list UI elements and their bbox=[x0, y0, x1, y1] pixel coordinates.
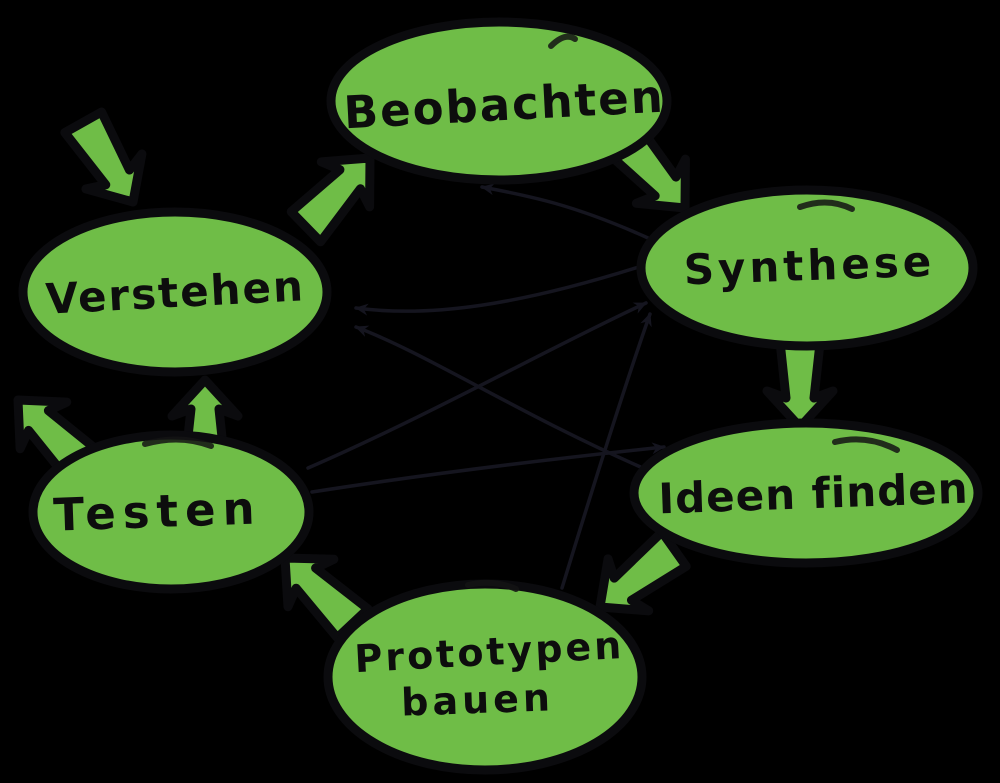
node-verstehen-shape bbox=[18, 207, 332, 377]
node-ideen-finden-accent-stroke bbox=[832, 436, 900, 453]
node-prototypen-bauen-label-line2: bauen bbox=[400, 675, 554, 724]
feedback-arrows-group bbox=[306, 183, 666, 590]
node-ideen-finden-shape bbox=[629, 418, 983, 568]
node-beobachten-shape bbox=[326, 17, 672, 185]
node-ideen-finden: Ideen finden bbox=[629, 418, 983, 568]
node-testen-accent-stroke bbox=[142, 436, 214, 449]
nodes-group: Beobachten Synthese Ideen finden Prototy… bbox=[18, 17, 983, 775]
node-testen-label: Testen bbox=[53, 481, 263, 541]
feedback-arrow-testen-to-ideen-finden bbox=[310, 442, 666, 494]
node-synthese: Synthese bbox=[636, 185, 978, 351]
node-synthese-label: Synthese bbox=[683, 237, 936, 295]
node-ideen-finden-label: Ideen finden bbox=[658, 464, 970, 524]
feedback-arrow-synthese-to-verstehen bbox=[354, 263, 647, 316]
feedback-arrow-synthese-to-beobachten bbox=[480, 183, 650, 240]
node-beobachten-accent-stroke bbox=[548, 33, 578, 49]
feedback-arrow-testen-to-synthese bbox=[306, 301, 648, 470]
node-synthese-shape bbox=[636, 185, 978, 351]
node-testen-shape bbox=[28, 430, 314, 594]
feedback-arrow-ideen-finden-to-verstehen bbox=[354, 325, 654, 474]
feedback-arrow-prototypen-bauen-to-synthese bbox=[560, 312, 652, 590]
node-prototypen-bauen-accent-stroke bbox=[465, 579, 519, 592]
node-prototypen-bauen: Prototypen bauen bbox=[323, 579, 647, 775]
node-synthese-accent-stroke bbox=[797, 199, 855, 212]
node-testen: Testen bbox=[28, 430, 314, 594]
node-beobachten: Beobachten bbox=[326, 17, 672, 185]
node-verstehen: Verstehen bbox=[18, 207, 332, 377]
